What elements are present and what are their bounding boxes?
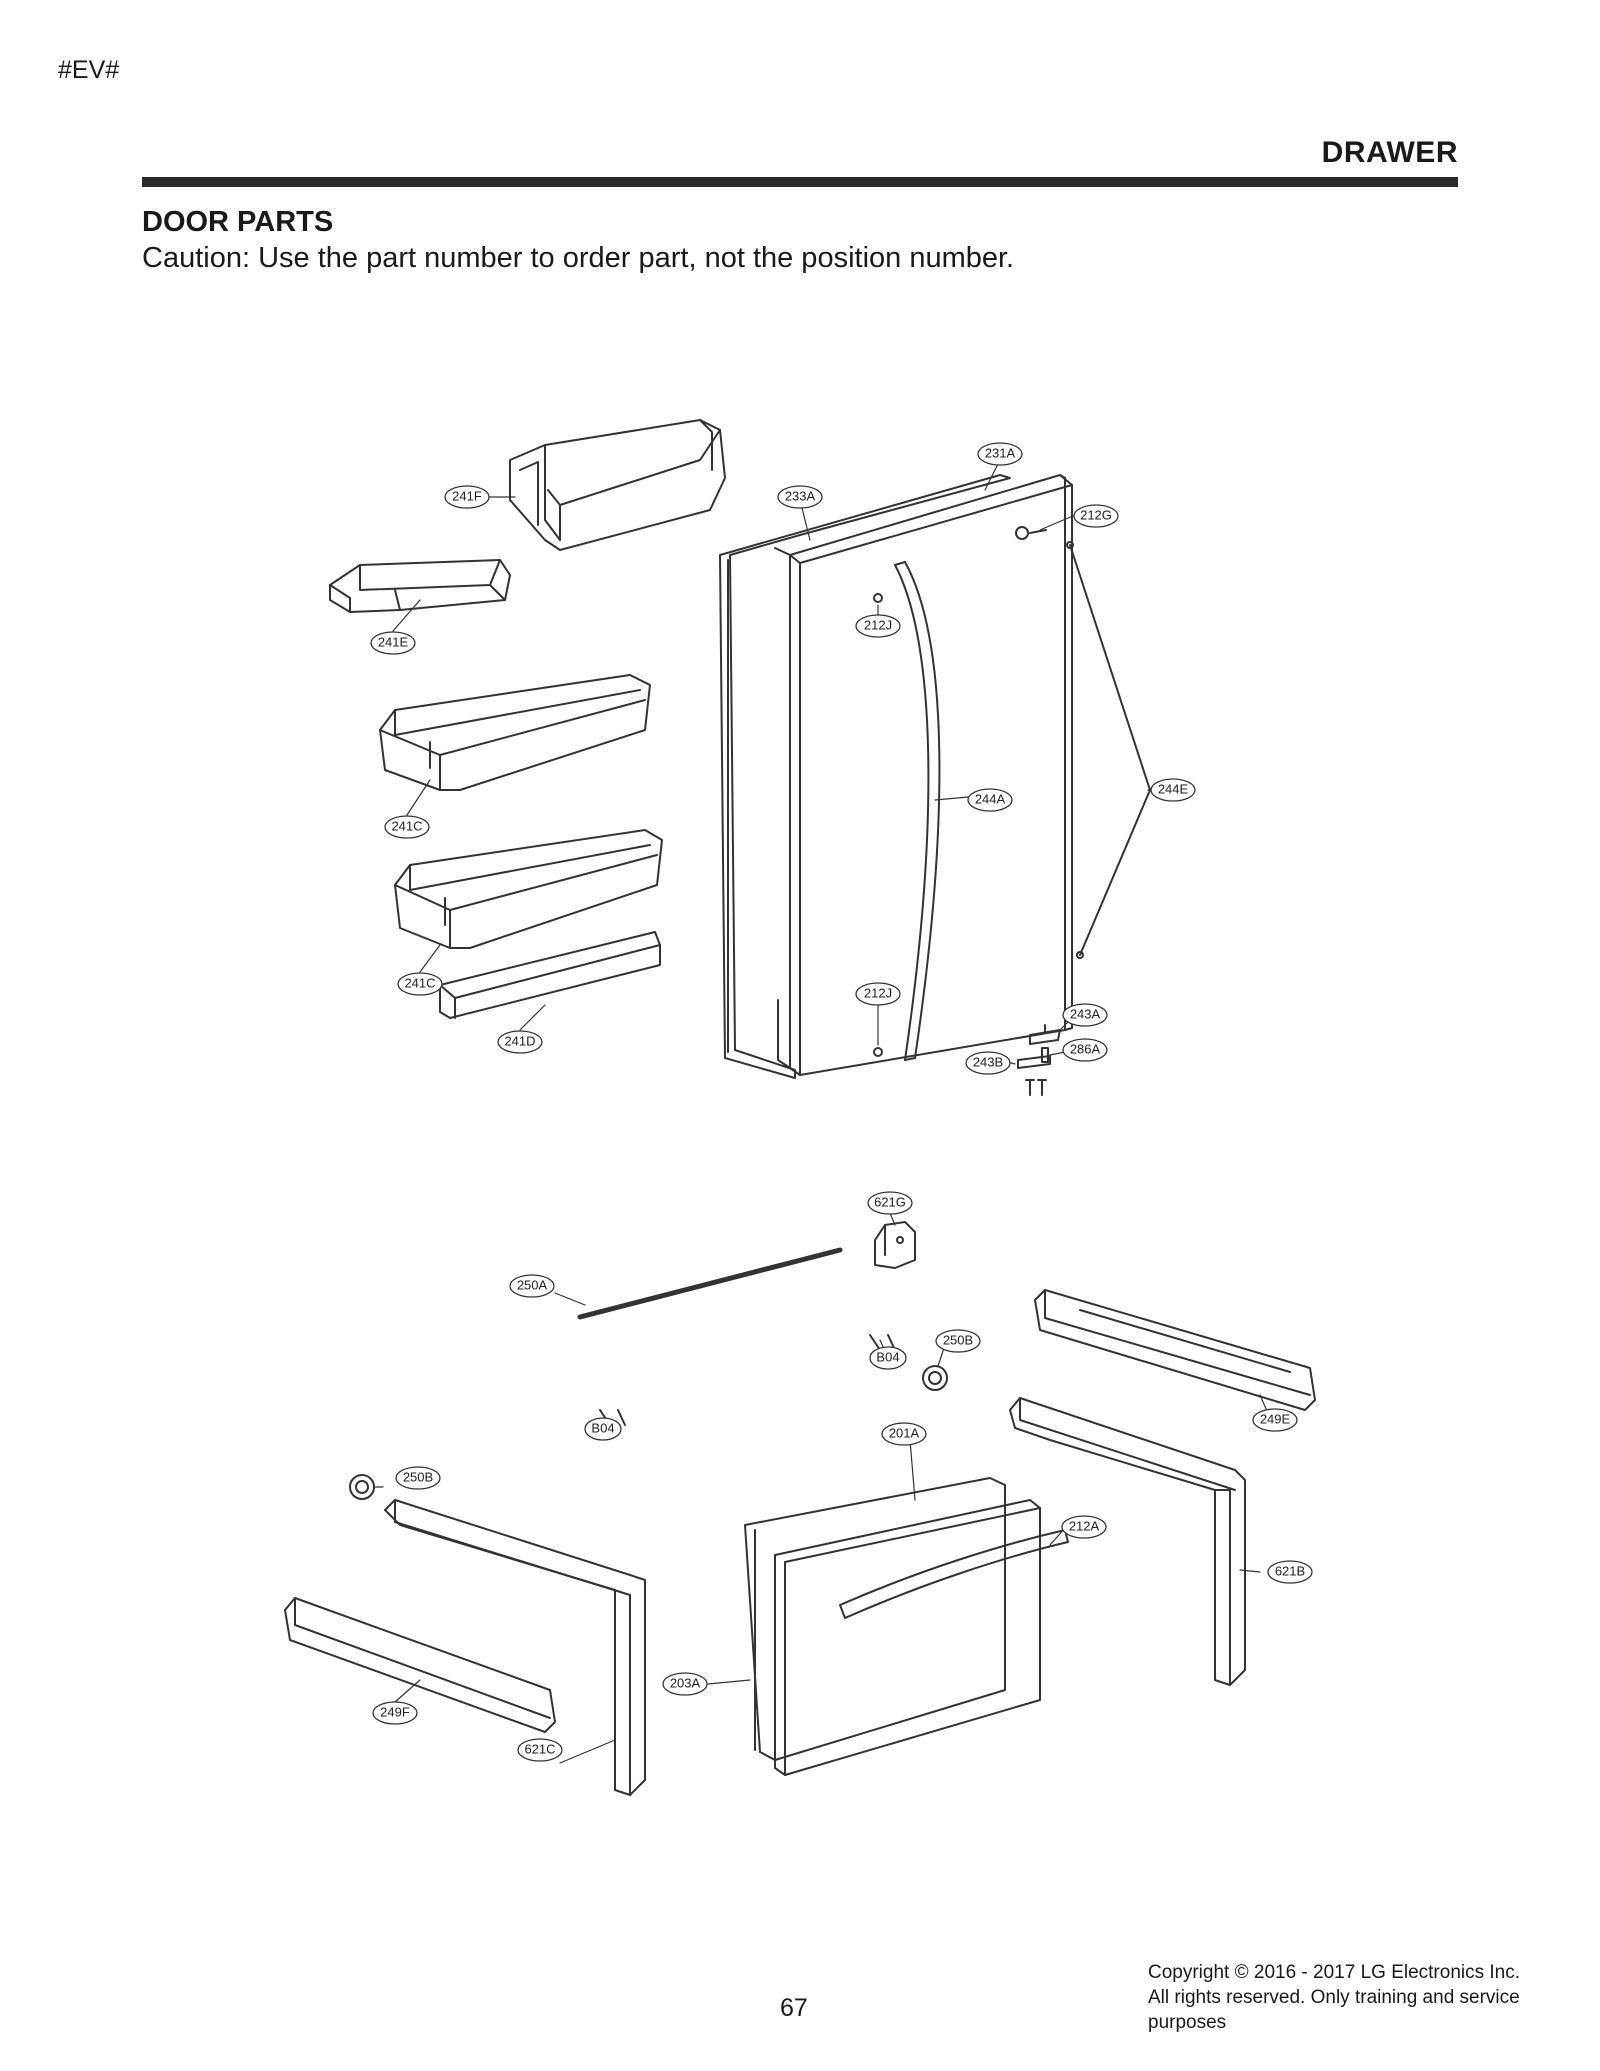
door-bin-241C-b [394,829,663,949]
callout-oval [372,1701,418,1725]
callout-oval [395,1466,441,1490]
callout-286A: 286A [1070,1041,1101,1056]
callout-212J-top: 212J [864,617,892,632]
callout-241D: 241D [504,1033,535,1048]
callout-oval [370,631,416,655]
callout-621G: 621G [874,1194,906,1209]
door-gasket-233A [719,474,1011,1079]
callout-241C-b: 241C [404,975,435,990]
callout-oval [881,1422,927,1446]
page-heading: DOOR PARTS [142,206,334,238]
cap-212J-top [873,593,883,603]
copyright-line: purposes [1148,2012,1227,2033]
callout-241E: 241E [378,634,409,649]
callout-oval [855,982,901,1006]
callout-oval [1267,1560,1313,1584]
callout-212J-bottom: 212J [864,985,892,1000]
door-handle-244A [894,561,941,1061]
leader-lines [374,459,1271,1764]
callout-oval [1061,1515,1107,1539]
callout-oval [662,1672,708,1696]
copyright-notice: Copyright © 2016 - 2017 LG Electronics I… [1148,1960,1568,2035]
section-title: DRAWER [1321,136,1458,169]
callout-B04-right: B04 [876,1349,899,1364]
drawer-handle-212A [839,1529,1069,1619]
slide-rail-249E [1034,1289,1316,1411]
bin-rail-241D [439,931,661,1019]
page-number: 67 [780,1994,808,2022]
callout-621C: 621C [524,1741,555,1756]
callout-231A: 231A [985,445,1016,460]
callout-oval [384,815,430,839]
callout-oval [967,788,1013,812]
callout-oval [867,1191,913,1215]
callout-249F: 249F [380,1704,410,1719]
slide-rail-249F [284,1597,556,1733]
callout-oval [935,1329,981,1353]
callout-243A: 243A [1070,1006,1101,1021]
bracket-621C [384,1499,646,1796]
callout-oval [1062,1038,1108,1062]
callout-oval [1252,1408,1298,1432]
callout-243B: 243B [973,1054,1003,1069]
callout-oval [509,1274,555,1298]
hinge-243A [1029,1024,1061,1045]
callout-oval [1062,1003,1108,1027]
callout-oval [497,1030,543,1054]
callout-203A: 203A [670,1675,701,1690]
callout-212A: 212A [1069,1518,1100,1533]
door-bin-241E [329,559,511,613]
callout-250A: 250A [517,1277,548,1292]
wire-244E [1066,541,1151,959]
header-rule [142,177,1458,187]
callout-oval [517,1738,563,1762]
cap-212J-bottom [873,1047,883,1057]
callout-oval [397,972,443,996]
callout-oval [444,485,490,509]
callout-oval [977,442,1023,466]
callout-250B-left: 250B [403,1469,433,1484]
model-tag: #EV# [58,56,120,84]
callout-241C-a: 241C [391,818,422,833]
drawer-gasket-203A [744,1477,1006,1761]
hinge-pin-286A [1041,1047,1049,1063]
drawer-front-201A [774,1499,1041,1776]
callout-250B-right: 250B [943,1332,973,1347]
callout-oval [965,1051,1011,1075]
hinge-243B [1017,1055,1051,1069]
gear-250B-right [922,1365,948,1391]
logo-badge-212G [1015,526,1047,540]
callout-249E: 249E [1260,1411,1291,1426]
callout-212G: 212G [1080,507,1112,522]
callout-oval [777,485,823,509]
bracket-621B [1009,1397,1246,1686]
callout-233A: 233A [785,488,816,503]
copyright-line: All rights reserved. Only training and s… [1148,1987,1520,2008]
callout-201A: 201A [889,1425,920,1440]
gear-250B-left [349,1474,375,1500]
door-bin-241F [509,419,726,551]
screws-hinge [1025,1079,1047,1096]
copyright-line: Copyright © 2016 - 2017 LG Electronics I… [1148,1962,1521,1983]
rod-250A [577,1247,843,1320]
callout-oval [855,614,901,638]
callout-oval [869,1346,907,1370]
door-bin-241C-a [379,674,651,791]
callout-244A: 244A [975,791,1006,806]
callout-oval [584,1417,622,1441]
callout-621B: 621B [1275,1563,1305,1578]
callout-oval [1073,504,1119,528]
callout-241F: 241F [452,488,482,503]
fresh-food-door-panel [774,474,1073,1076]
bracket-621G [874,1221,916,1269]
caution-note: Caution: Use the part number to order pa… [142,242,1015,274]
callout-oval [1150,778,1196,802]
callout-B04-left: B04 [591,1420,614,1435]
callout-244E: 244E [1158,781,1189,796]
